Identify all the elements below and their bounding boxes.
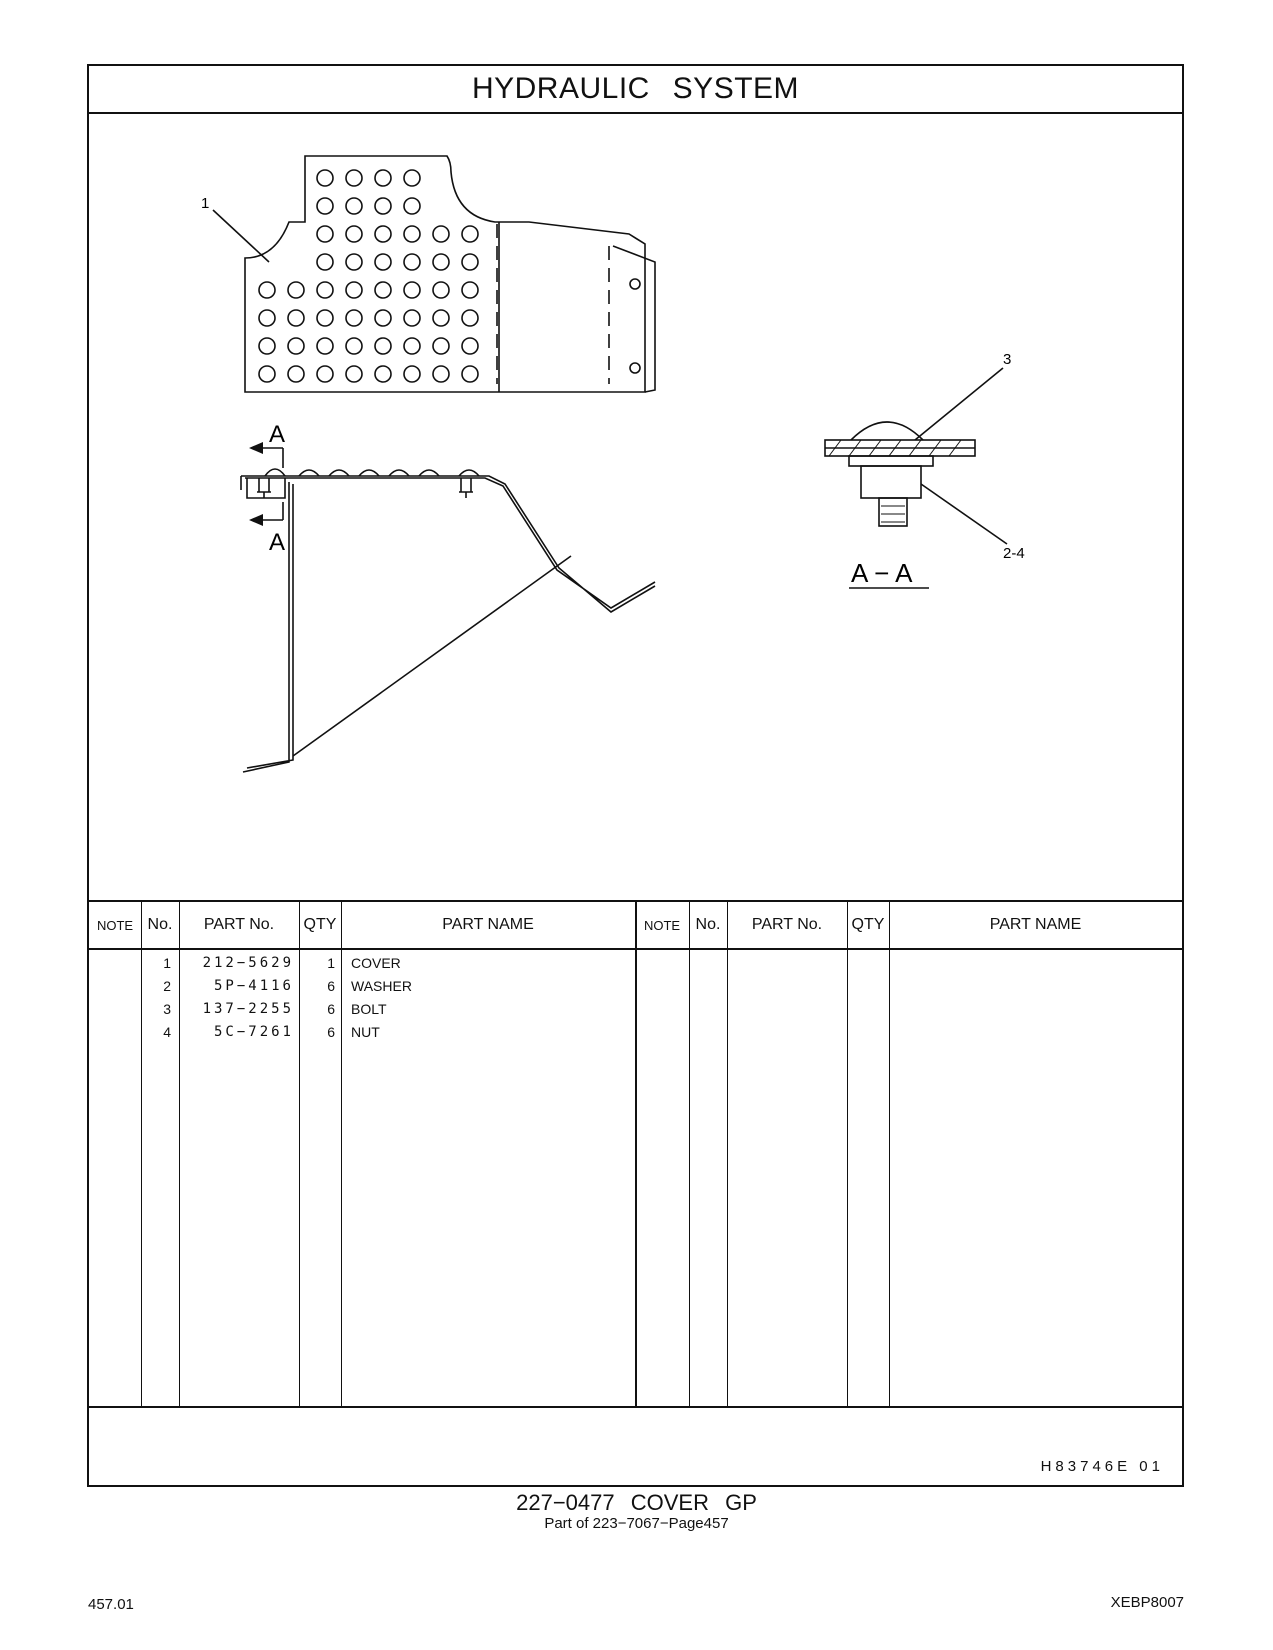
cover-hole [345,309,363,327]
cover-hole [345,169,363,187]
cover-hole [287,309,305,327]
drawing-code: H83746E 01 [1040,1458,1164,1475]
side-bumps [264,468,480,477]
bolt-side-2 [459,478,473,498]
cover-hole [374,281,392,299]
header-qty-right: QTY [851,916,885,933]
cover-hole [432,253,450,271]
callout-2-4: 2-4 [1003,545,1025,562]
section-marker-bottom: A [269,529,285,556]
header-no-left: No. [147,916,173,933]
cover-hole [258,337,276,355]
cover-hole [345,197,363,215]
cover-hole [403,169,421,187]
cover-hole [258,281,276,299]
cover-plate-outline [244,155,646,393]
nut [860,465,922,499]
callout-3: 3 [1003,351,1011,368]
side-view-brace [292,555,572,757]
cover-hole [461,337,479,355]
cover-hole [432,309,450,327]
side-view-leg [242,482,294,773]
cover-hole [403,309,421,327]
cover-hole [345,225,363,243]
cover-flange [498,222,656,393]
cover-hole [316,337,334,355]
page-title: HYDRAULIC SYSTEM [89,66,1182,114]
header-partname-left: PART NAME [442,916,534,933]
cover-hole [432,225,450,243]
cover-hole [374,309,392,327]
side-view-profile [240,475,656,613]
cover-hole [345,253,363,271]
header-no-right: No. [695,916,721,933]
cover-hole [316,225,334,243]
cover-hole [287,365,305,383]
cover-hole [374,337,392,355]
dome-head [850,421,924,441]
group-title: 227−0477 COVER GP [516,1490,757,1515]
cover-hole [403,281,421,299]
flange-hole-2 [629,362,641,374]
section-label: A − A [851,558,913,588]
header-note-right: NOTE [643,917,681,933]
cover-hole [461,225,479,243]
washer [848,455,934,467]
cover-hole [461,365,479,383]
leader-3 [914,367,1004,441]
page-number: 457.01 [88,1596,134,1613]
cover-hole [461,309,479,327]
cover-hole [316,169,334,187]
cover-hole [374,225,392,243]
cover-hole [374,197,392,215]
cover-hole [316,253,334,271]
cover-hole [316,281,334,299]
cover-hole [316,365,334,383]
cover-hole [403,365,421,383]
parts-table: NOTE No. PART No. QTY PART NAME NOTE No.… [89,900,1182,1408]
section-marker-top: A [269,421,285,448]
cover-hole [403,225,421,243]
leader-1 [212,209,270,263]
document-code: XEBP8007 [1110,1594,1184,1611]
cover-hole [432,337,450,355]
bolt-shank [878,497,908,527]
cover-hole [461,281,479,299]
hole-grid [258,169,479,383]
leader-2-4 [920,483,1008,545]
cover-hole [374,253,392,271]
header-partname-right: PART NAME [989,916,1082,933]
parts-illustration: 1 3 2-4 A A A − A [201,155,1025,773]
flange-hole-1 [629,278,641,290]
drawing-footer: H83746E 01 [89,1406,1182,1487]
header-qty-left: QTY [303,916,337,933]
callout-1: 1 [201,195,209,212]
header-partno-left: PART No. [203,916,275,933]
side-clip [246,478,286,499]
part-of-reference: Part of 223−7067−Page457 [544,1515,729,1532]
cover-hole [432,281,450,299]
cover-hole [432,365,450,383]
cover-hole [287,337,305,355]
cover-hole [258,309,276,327]
cover-hole [316,197,334,215]
cover-hole [345,365,363,383]
header-note-left: NOTE [96,917,134,933]
cover-hole [258,365,276,383]
cover-hole [461,253,479,271]
cover-hole [287,281,305,299]
bolt-side-1 [257,478,271,498]
header-partno-right: PART No. [751,916,823,933]
cover-hole [403,337,421,355]
cover-hole [345,337,363,355]
parts-frame: HYDRAULIC SYSTEM [87,64,1184,1487]
cover-hole [374,365,392,383]
cover-hole [374,169,392,187]
cover-hole [316,309,334,327]
cover-hole [345,281,363,299]
cover-hole [403,197,421,215]
cover-hole [403,253,421,271]
